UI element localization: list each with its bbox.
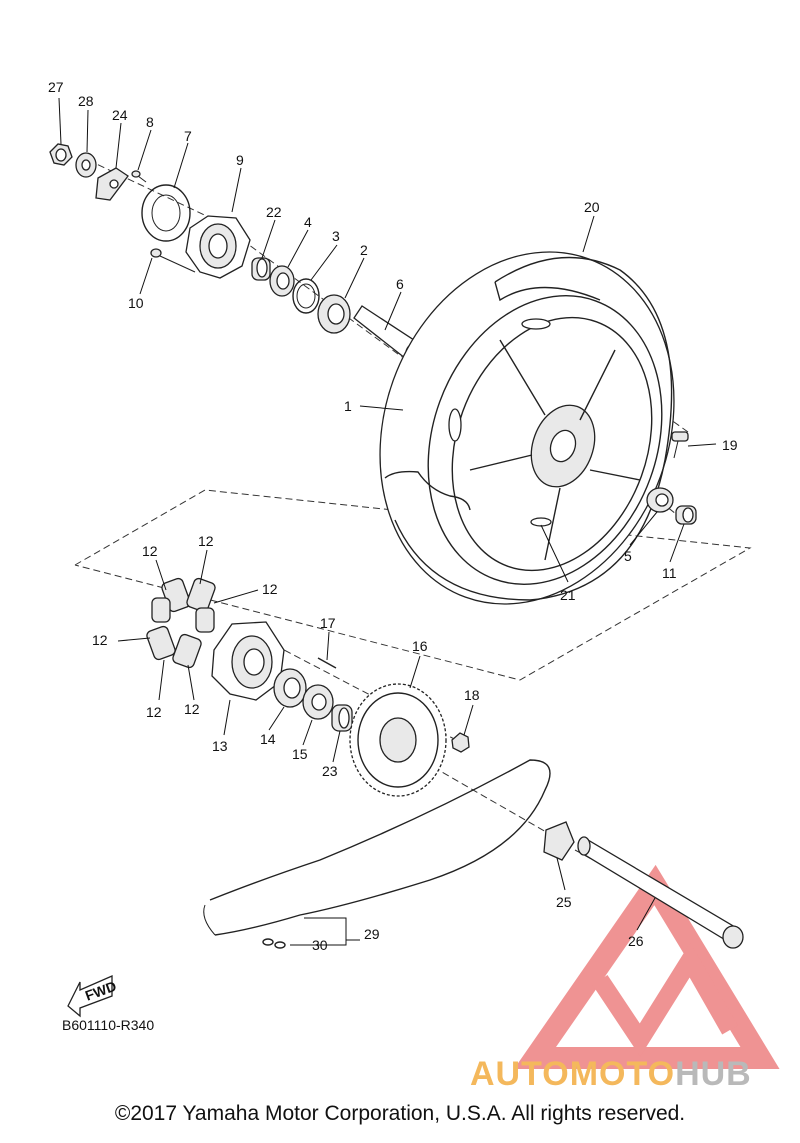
callout-18: 18: [464, 687, 480, 703]
callout-29: 29: [364, 926, 380, 942]
callout-12-a: 12: [142, 543, 158, 559]
watermark-logo: [513, 864, 780, 1069]
fwd-arrow-icon: FWD: [67, 975, 118, 1018]
callout-24: 24: [112, 107, 128, 123]
part-adjuster-24: [95, 167, 129, 201]
callout-26: 26: [628, 933, 644, 949]
part-nut-18: [451, 732, 470, 753]
callout-12-f: 12: [184, 701, 200, 717]
part-stud-17: [317, 657, 337, 669]
callout-labels: 27 28 24 8 7 9 22 4 3 2 6 20 1 10 19 5 1…: [48, 79, 738, 953]
part-adjuster-25: [543, 821, 575, 861]
callout-30: 30: [312, 937, 328, 953]
callout-12-b: 12: [198, 533, 214, 549]
callout-15: 15: [292, 746, 308, 762]
callout-25: 25: [556, 894, 572, 910]
callout-4: 4: [304, 214, 312, 230]
part-axle-26: [577, 836, 744, 949]
part-nut-27: [49, 143, 73, 166]
callout-6: 6: [396, 276, 404, 292]
part-flange-9: [185, 215, 251, 279]
callout-2: 2: [360, 242, 368, 258]
callout-14: 14: [260, 731, 276, 747]
callout-9: 9: [236, 152, 244, 168]
callout-7: 7: [184, 128, 192, 144]
part-plate-7: [141, 184, 191, 242]
leader-lines: [58, 97, 717, 946]
part-dampers-12: [146, 577, 216, 669]
part-screw-8: [131, 170, 147, 183]
callout-3: 3: [332, 228, 340, 244]
callout-27: 27: [48, 79, 64, 95]
callout-11: 11: [662, 565, 677, 581]
part-collar-23: [331, 704, 353, 732]
diagram-code: B601110-R340: [62, 1017, 155, 1033]
part-bearing-14: [273, 668, 307, 708]
part-oil-seal-15: [302, 684, 334, 720]
part-link-30: [262, 938, 286, 949]
watermark-part-2: HUB: [675, 1055, 752, 1093]
watermark-text: AUTOMOTOHUB: [470, 1055, 752, 1094]
callout-5: 5: [624, 548, 632, 564]
callout-19: 19: [722, 437, 738, 453]
callout-12-e: 12: [146, 704, 162, 720]
part-collar-11: [675, 505, 697, 525]
part-tire-20: [384, 256, 673, 601]
hub-plane-outline: [74, 489, 752, 681]
part-sprocket-16: [349, 683, 447, 797]
callout-22: 22: [266, 204, 282, 220]
callout-20: 20: [584, 199, 600, 215]
part-bearing-5: [646, 487, 674, 513]
part-hub-13: [211, 621, 285, 701]
part-chain-29: [203, 759, 551, 936]
callout-12-c: 12: [262, 581, 278, 597]
callout-12-d: 12: [92, 632, 108, 648]
copyright: ©2017 Yamaha Motor Corporation, U.S.A. A…: [114, 1102, 686, 1125]
watermark-part-1: AUTOMOTO: [470, 1055, 676, 1093]
part-bolt-10: [150, 248, 196, 273]
callout-10: 10: [128, 295, 144, 311]
part-collar-22: [251, 257, 271, 281]
callout-21: 21: [560, 587, 576, 603]
part-washer-28: [75, 152, 97, 178]
part-bearing-2: [317, 294, 351, 334]
part-oil-seal-4: [269, 265, 295, 297]
callout-1: 1: [344, 398, 352, 414]
part-circlip-3: [292, 278, 320, 314]
part-valve-19: [671, 431, 689, 459]
callout-16: 16: [412, 638, 428, 654]
callout-23: 23: [322, 763, 338, 779]
callout-28: 28: [78, 93, 94, 109]
callout-17: 17: [320, 615, 336, 631]
callout-13: 13: [212, 738, 228, 754]
part-wheel-1: [379, 251, 675, 605]
callout-8: 8: [146, 114, 154, 130]
